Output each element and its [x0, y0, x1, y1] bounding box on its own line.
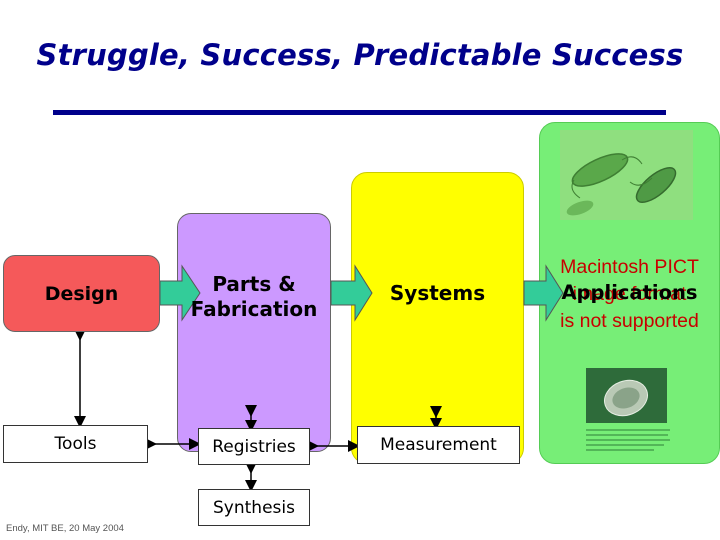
- cell-image: [586, 368, 667, 423]
- arrow-parts-to-systems: [330, 264, 373, 322]
- caption-image: [584, 426, 674, 456]
- slide-title: Struggle, Success, Predictable Success: [36, 38, 684, 72]
- pict-line-2: image format: [572, 283, 687, 305]
- measurement-box: Measurement: [357, 426, 520, 464]
- systems-label: Systems: [389, 281, 486, 305]
- title-underline: [53, 110, 666, 115]
- tools-box: Tools: [3, 425, 148, 463]
- arrow-design-to-parts: [159, 264, 201, 322]
- footer-credit: Endy, MIT BE, 20 May 2004: [6, 523, 124, 534]
- pict-line-1: Macintosh PICT: [560, 256, 699, 278]
- synthesis-box: Synthesis: [198, 489, 310, 526]
- pict-line-3: is not supported: [560, 310, 699, 332]
- design-box: Design: [3, 255, 160, 332]
- arrow-systems-to-applications: [523, 264, 564, 322]
- parts-fabrication-label: Parts & Fabrication: [190, 272, 318, 321]
- registries-box: Registries: [198, 428, 310, 465]
- applications-label: Applications: [561, 281, 698, 304]
- bacteria-image: [560, 130, 693, 220]
- pict-unsupported-message: Macintosh PICT image format is not suppo…: [539, 254, 720, 335]
